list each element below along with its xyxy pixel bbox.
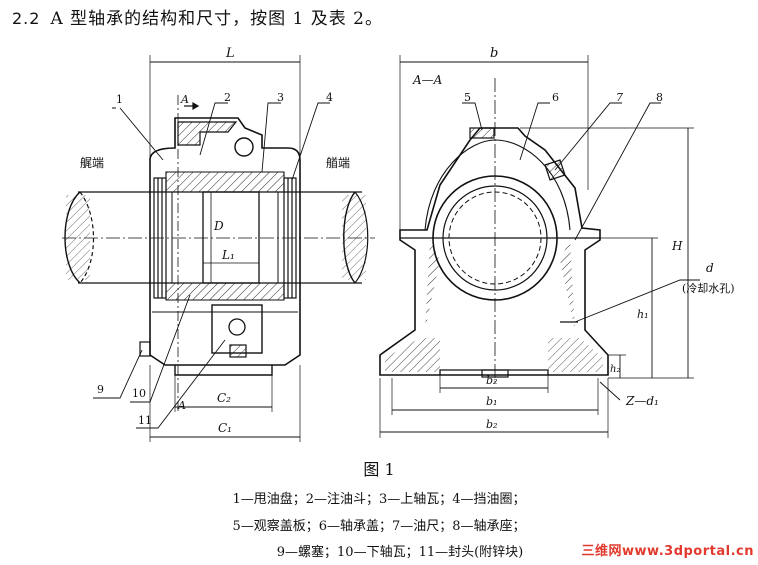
label-d: d <box>706 261 714 275</box>
observation-cover <box>469 127 495 139</box>
legend-line-2: 5—观察盖板；6—轴承盖；7—油尺；8—轴承座； <box>232 519 526 534</box>
section-heading: 2.2 A 型轴承的结构和尺寸，按图 1 及表 2。 <box>12 4 383 29</box>
part-number-8: 8 <box>656 91 663 104</box>
dim-L1: L₁ <box>221 248 235 262</box>
part-number-11: 11 <box>138 414 152 427</box>
drain-plug <box>139 341 151 357</box>
dim-b2-inner: b₂ <box>486 374 497 387</box>
legend-line-1: 1—甩油盘；2—注油斗；3—上轴瓦；4—挡油圈； <box>232 492 526 507</box>
oil-slingers <box>153 177 297 299</box>
section-text: A 型轴承的结构和尺寸，按图 1 及表 2。 <box>50 9 383 29</box>
section-number: 2.2 <box>12 9 41 28</box>
part-number-9: 9 <box>97 383 104 396</box>
label-stern-end: 艉端 <box>80 156 104 170</box>
section-mark-a-top: A <box>180 93 189 106</box>
dim-L: L <box>225 46 235 61</box>
part-number-6: 6 <box>552 91 559 104</box>
dim-b2-outer: b₂ <box>486 418 497 431</box>
dim-C1: C₁ <box>218 421 232 435</box>
left-view <box>62 55 375 442</box>
label-bolts: Z—d₁ <box>625 394 659 408</box>
part-number-5: 5 <box>464 91 471 104</box>
shaft <box>64 191 369 284</box>
figure-caption: 图 1 <box>363 460 395 479</box>
legend-line-3: 9—螺塞；10—下轴瓦；11—封头(附锌块) <box>276 545 524 560</box>
dim-h2: h₂ <box>610 364 620 375</box>
watermark: 三维网www.3dportal.cn <box>581 544 754 559</box>
bearing-drawing: L A A 1 2 3 4 9 10 11 艉端 艏端 D L₁ C₂ C₁ <box>62 46 735 442</box>
part-number-3: 3 <box>277 91 284 104</box>
dim-h1: h₁ <box>637 308 649 321</box>
part-number-7: 7 <box>616 91 623 104</box>
label-cooling-hole: (冷却水孔) <box>682 282 735 295</box>
part-number-10: 10 <box>132 387 146 400</box>
dim-H: H <box>671 239 683 253</box>
lower-shell <box>165 282 285 301</box>
section-title: A—A <box>412 73 443 87</box>
dim-b1: b₁ <box>486 395 497 408</box>
part-number-4: 4 <box>326 91 333 104</box>
bearing-seat <box>379 127 609 376</box>
dim-D: D <box>213 219 224 233</box>
section-mark-a-bottom: A <box>177 399 186 412</box>
oil-filler <box>177 121 238 146</box>
label-bow-end: 艏端 <box>326 156 350 170</box>
upper-shell <box>165 171 285 193</box>
part-number-1: 1 <box>116 93 123 106</box>
right-view <box>379 55 700 438</box>
part-number-2: 2 <box>224 91 231 104</box>
dim-b: b <box>490 46 498 61</box>
dim-C2: C₂ <box>217 391 231 405</box>
